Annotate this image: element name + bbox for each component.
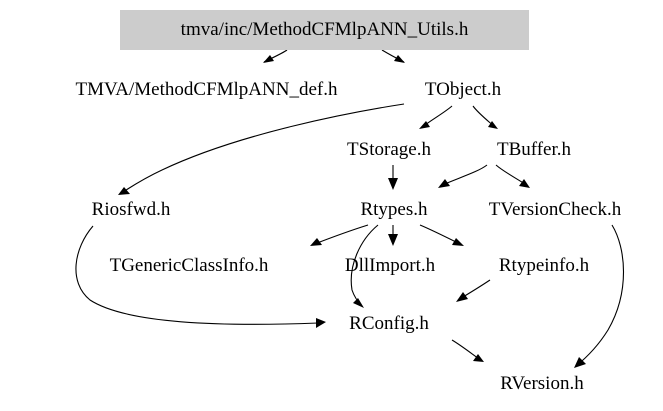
graph-node-tbuffer[interactable]: TBuffer.h xyxy=(478,136,590,162)
graph-node-rtypes[interactable]: Rtypes.h xyxy=(340,196,448,222)
arrowhead-icon xyxy=(353,298,364,308)
graph-node-label: TVersionCheck.h xyxy=(488,198,622,220)
arrowhead-icon xyxy=(419,121,430,129)
arrowhead-icon xyxy=(394,55,405,63)
edge-tobject-to-tbuffer xyxy=(472,105,498,129)
edge-rtypes-to-dllimport xyxy=(388,225,398,246)
edge-tobject-to-riosfwd xyxy=(118,103,405,195)
arrowhead-icon xyxy=(574,357,586,368)
edge-rtypes-to-rconfig xyxy=(350,224,379,308)
arrowhead-icon xyxy=(316,318,326,328)
edge-tbuffer-to-rtypes xyxy=(438,164,488,188)
edge-tversioncheck-to-rversion xyxy=(574,224,624,368)
arrowhead-icon xyxy=(388,178,398,190)
arrowhead-icon xyxy=(310,238,322,246)
edge-rtypeinfo-to-rconfig xyxy=(456,279,491,302)
graph-node-label: TObject.h xyxy=(424,78,502,100)
graph-node-label: Riosfwd.h xyxy=(91,198,171,220)
graph-node-tobject[interactable]: TObject.h xyxy=(405,76,521,102)
arrowhead-icon xyxy=(388,234,398,246)
edge-rtypes-to-tgenericclassinfo xyxy=(310,224,369,246)
arrowhead-icon xyxy=(519,179,530,188)
graph-node-rtypeinfo[interactable]: Rtypeinfo.h xyxy=(478,252,610,278)
graph-node-label: Rtypes.h xyxy=(360,198,428,220)
graph-node-label: TBuffer.h xyxy=(496,138,572,160)
arrowhead-icon xyxy=(452,238,464,246)
edge-tbuffer-to-tversioncheck xyxy=(495,164,530,188)
graph-node-tgenericclassinfo[interactable]: TGenericClassInfo.h xyxy=(78,252,300,278)
edge-line xyxy=(75,225,319,325)
edge-rconfig-to-rversion xyxy=(451,339,484,362)
edge-line xyxy=(311,224,369,246)
arrowhead-icon xyxy=(118,187,130,195)
edge-line xyxy=(119,103,405,195)
graph-node-def[interactable]: TMVA/MethodCFMlpANN_def.h xyxy=(18,76,395,102)
graph-node-label: RConfig.h xyxy=(349,312,429,334)
arrowhead-icon xyxy=(488,121,498,129)
graph-node-label: RVersion.h xyxy=(500,372,584,394)
graph-node-dllimport[interactable]: DllImport.h xyxy=(322,252,458,278)
graph-node-label: Rtypeinfo.h xyxy=(498,254,590,276)
edge-root-to-def xyxy=(263,49,288,63)
graph-node-tversioncheck[interactable]: TVersionCheck.h xyxy=(462,196,648,222)
edge-riosfwd-to-rconfig xyxy=(75,225,326,328)
edge-root-to-tobject xyxy=(381,49,405,63)
graph-node-root[interactable]: tmva/inc/MethodCFMlpANN_Utils.h xyxy=(120,10,529,50)
arrowhead-icon xyxy=(438,179,450,188)
graph-node-label: TStorage.h xyxy=(347,138,431,160)
graph-node-riosfwd[interactable]: Riosfwd.h xyxy=(72,196,190,222)
graph-node-rversion[interactable]: RVersion.h xyxy=(483,370,601,396)
edge-tobject-to-tstorage xyxy=(419,105,453,129)
edge-line xyxy=(575,224,624,367)
graph-node-label: tmva/inc/MethodCFMlpANN_Utils.h xyxy=(180,19,469,40)
edge-rtypes-to-rtypeinfo xyxy=(419,224,464,246)
graph-node-label: TMVA/MethodCFMlpANN_def.h xyxy=(75,78,338,100)
edge-tstorage-to-rtypes xyxy=(388,165,398,190)
graph-node-rconfig[interactable]: RConfig.h xyxy=(333,310,445,336)
graph-node-label: TGenericClassInfo.h xyxy=(109,254,269,276)
arrowhead-icon xyxy=(456,292,468,302)
graph-node-label: DllImport.h xyxy=(344,254,436,276)
arrowhead-icon xyxy=(263,55,274,63)
graph-node-tstorage[interactable]: TStorage.h xyxy=(327,136,451,162)
arrowhead-icon xyxy=(473,354,484,362)
